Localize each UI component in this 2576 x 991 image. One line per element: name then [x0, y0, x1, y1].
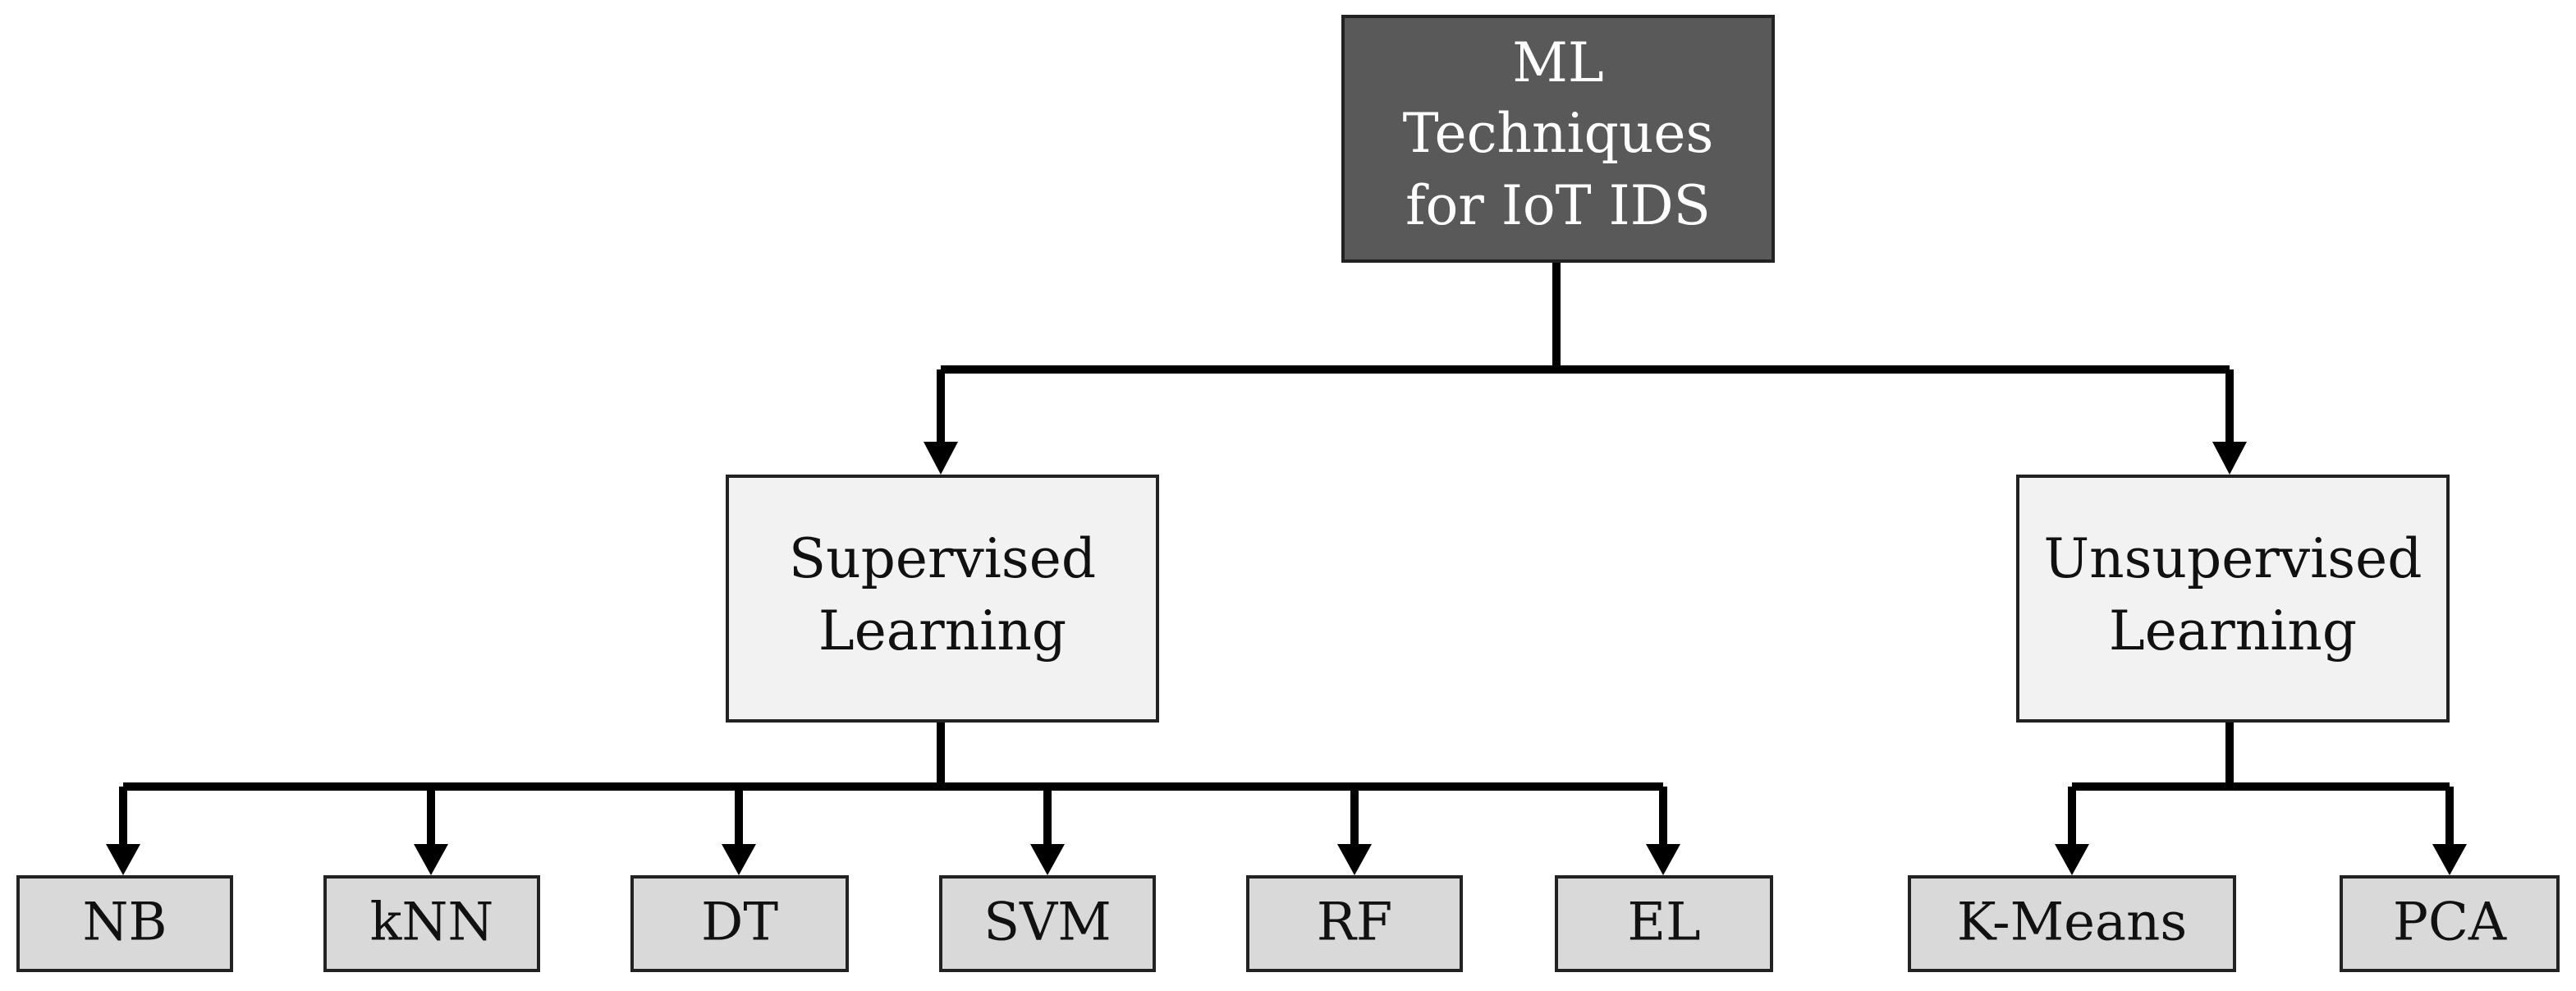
edges-root: [924, 261, 2247, 475]
leaf-nb: NB: [16, 875, 233, 972]
leaf-rf: RF: [1246, 875, 1463, 972]
node-supervised-label-line-2: Learning: [818, 599, 1066, 663]
arrowhead-svm: [1030, 844, 1065, 875]
leaf-knn-label: kNN: [370, 892, 494, 953]
node-root-label-line-3: for IoT IDS: [1405, 174, 1711, 237]
leaf-nb-box: [16, 875, 233, 972]
leaf-dt-box: [630, 875, 849, 972]
unsupervised-leaves: K-Means PCA: [1908, 875, 2560, 972]
node-supervised-box: [726, 475, 1159, 723]
leaf-svm: SVM: [939, 875, 1156, 972]
arrowhead-supervised: [924, 442, 958, 475]
node-supervised: Supervised Learning: [726, 475, 1159, 723]
leaf-dt-label: DT: [701, 892, 778, 953]
leaf-knn-box: [323, 875, 540, 972]
node-root-label-line-2: Techniques: [1403, 102, 1714, 165]
arrowhead-nb: [106, 844, 140, 875]
leaf-dt: DT: [630, 875, 849, 972]
node-unsupervised-label-line-1: Unsupervised: [2044, 527, 2422, 590]
leaf-rf-box: [1246, 875, 1463, 972]
node-unsupervised-label-line-2: Learning: [2109, 599, 2357, 663]
node-unsupervised-box: [2016, 475, 2450, 723]
arrowhead-pca: [2432, 844, 2467, 875]
leaf-el-label: EL: [1627, 892, 1700, 953]
arrowhead-unsupervised: [2212, 442, 2247, 475]
supervised-leaves: NB kNN DT SVM RF EL: [16, 875, 1773, 972]
edges-unsupervised: [2055, 721, 2467, 875]
leaf-pca-box: [2340, 875, 2560, 972]
arrowhead-dt: [722, 844, 756, 875]
edges-supervised: [106, 721, 1680, 875]
leaf-svm-label: SVM: [983, 892, 1112, 953]
leaf-nb-label: NB: [82, 892, 167, 953]
node-root-box: [1341, 15, 1775, 263]
node-supervised-label-line-1: Supervised: [789, 527, 1096, 590]
arrowhead-el: [1646, 844, 1680, 875]
leaf-kmeans: K-Means: [1908, 875, 2236, 972]
leaf-kmeans-label: K-Means: [1957, 892, 2187, 953]
leaf-kmeans-box: [1908, 875, 2236, 972]
arrowhead-rf: [1337, 844, 1372, 875]
leaf-svm-box: [939, 875, 1156, 972]
leaf-el: EL: [1555, 875, 1773, 972]
leaf-knn: kNN: [323, 875, 540, 972]
leaf-rf-label: RF: [1317, 892, 1393, 953]
node-root-label-line-1: ML: [1512, 31, 1603, 94]
arrowhead-knn: [414, 844, 448, 875]
node-root: ML Techniques for IoT IDS: [1341, 15, 1775, 263]
leaf-pca: PCA: [2340, 875, 2560, 972]
leaf-el-box: [1555, 875, 1773, 972]
node-unsupervised: Unsupervised Learning: [2016, 475, 2450, 723]
arrowhead-kmeans: [2055, 844, 2089, 875]
leaf-pca-label: PCA: [2393, 892, 2507, 953]
